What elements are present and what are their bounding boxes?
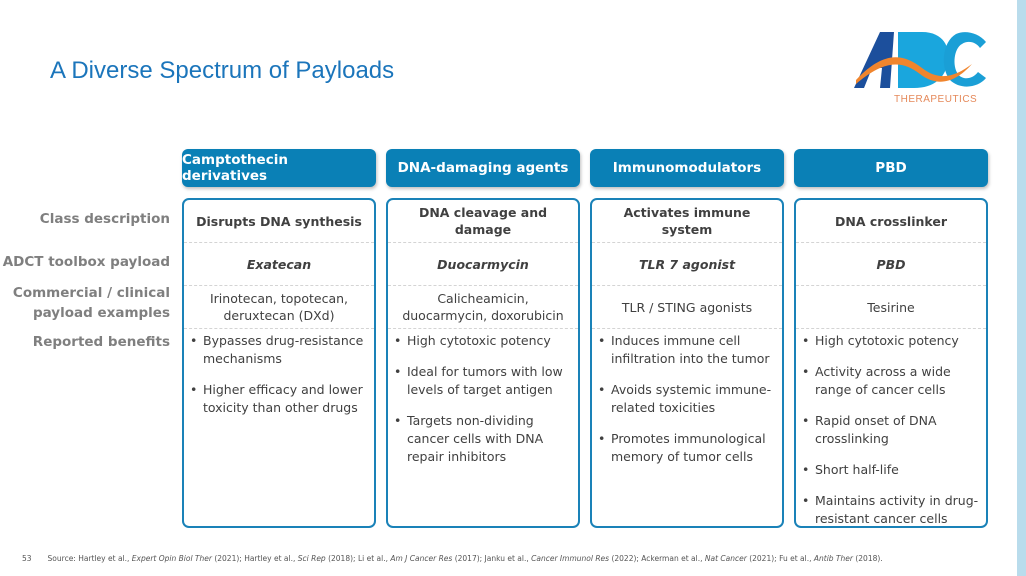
benefit-item: Maintains activity in drug-resistant can… [802,492,980,528]
column-header: Camptothecin derivatives [182,149,376,187]
row-label-examples: Commercial / clinical payload examples [12,285,170,321]
column-card: Activates immune system TLR 7 agonist TL… [590,198,784,528]
reference: Li et al., Am J Cancer Res (2017); [357,554,485,563]
toolbox-payload: Duocarmycin [388,243,578,286]
row-label-benefits: Reported benefits [32,334,170,350]
reference: Hartley et al., Sci Rep (2018); [244,554,358,563]
page-number: 53 [22,554,32,563]
row-label-toolbox-payload: ADCT toolbox payload [2,254,170,270]
benefit-item: Induces immune cell infiltration into th… [598,332,776,368]
reference: Fu et al., Antib Ther (2018). [779,554,883,563]
reference: Ackerman et al., Nat Cancer (2021); [641,554,780,563]
toolbox-payload: Exatecan [184,243,374,286]
benefit-item: High cytotoxic potency [802,332,980,350]
benefit-item: Rapid onset of DNA crosslinking [802,412,980,448]
benefit-item: Activity across a wide range of cancer c… [802,363,980,399]
benefit-item: Short half-life [802,461,980,479]
benefits-list: Induces immune cell infiltration into th… [592,332,782,479]
column-header: DNA-damaging agents [386,149,580,187]
column-card: DNA crosslinker PBD Tesirine High cytoto… [794,198,988,528]
column-card: Disrupts DNA synthesis Exatecan Irinotec… [182,198,376,528]
reference: Janku et al., Cancer Immunol Res (2022); [484,554,642,563]
benefit-item: Avoids systemic immune-related toxicitie… [598,381,776,417]
column-card: DNA cleavage and damage Duocarmycin Cali… [386,198,580,528]
adc-logo [854,32,986,88]
reference: Hartley et al., Expert Opin Biol Ther (2… [78,554,245,563]
benefit-item: Promotes immunological memory of tumor c… [598,430,776,466]
payload-examples: Tesirine [796,286,986,329]
benefit-item: Targets non-dividing cancer cells with D… [394,412,572,466]
benefits-list: High cytotoxic potencyIdeal for tumors w… [388,332,578,479]
toolbox-payload: PBD [796,243,986,286]
source-prefix: Source: [47,554,79,563]
page-title: A Diverse Spectrum of Payloads [50,57,395,84]
benefit-item: Higher efficacy and lower toxicity than … [190,381,368,417]
benefits-list: High cytotoxic potencyActivity across a … [796,332,986,541]
logo-subtitle: THERAPEUTICS [894,94,978,105]
payload-examples: TLR / STING agonists [592,286,782,329]
column-header: Immunomodulators [590,149,784,187]
footer: 53 Source: Hartley et al., Expert Opin Bi… [22,554,883,563]
column-header: PBD [794,149,988,187]
class-description: DNA crosslinker [796,200,986,243]
toolbox-payload: TLR 7 agonist [592,243,782,286]
class-description: Disrupts DNA synthesis [184,200,374,243]
payload-examples: Calicheamicin, duocarmycin, doxorubicin [388,286,578,329]
benefit-item: Bypasses drug-resistance mechanisms [190,332,368,368]
side-accent-bar [1017,0,1026,576]
row-label-class-description: Class description [39,211,170,227]
class-description: DNA cleavage and damage [388,200,578,243]
benefit-item: Ideal for tumors with low levels of targ… [394,363,572,399]
class-description: Activates immune system [592,200,782,243]
benefits-list: Bypasses drug-resistance mechanismsHighe… [184,332,374,430]
payload-examples: Irinotecan, topotecan, deruxtecan (DXd) [184,286,374,329]
benefit-item: High cytotoxic potency [394,332,572,350]
